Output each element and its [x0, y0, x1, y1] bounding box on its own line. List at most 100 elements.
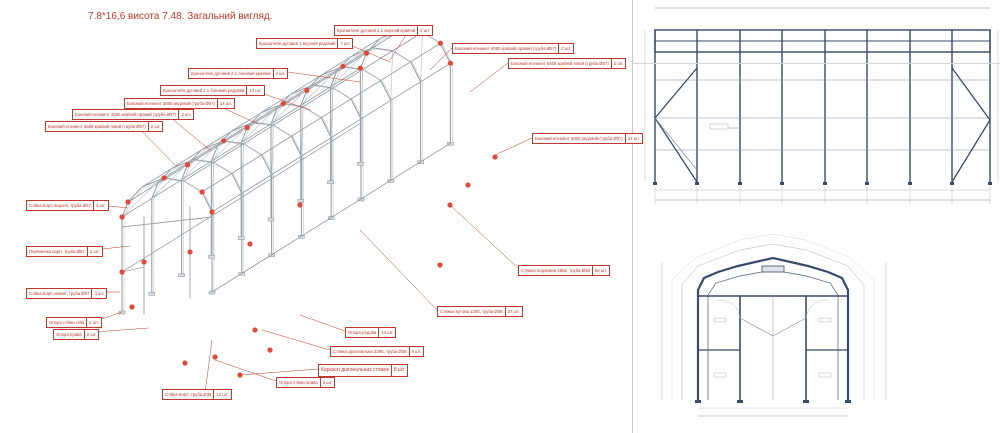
callout-name: Стійка воріт, труба Ø38 — [163, 390, 215, 399]
side-foot — [653, 182, 657, 185]
arch-frame — [121, 177, 213, 312]
side-foot — [695, 182, 699, 185]
arch-frame-inner — [153, 160, 245, 295]
callout-leader-lines — [81, 28, 533, 394]
callout-qty: 56 шт. — [594, 268, 607, 273]
base-plate — [208, 254, 215, 259]
callout-name: Стяжка подовжня 2865, труба Ø38 — [519, 266, 593, 275]
callout-qty: 2 шт. — [613, 61, 624, 66]
front-ridge-bracket — [761, 265, 785, 273]
node-marker — [187, 249, 193, 255]
node-marker — [267, 347, 273, 353]
callout-name: Опора рядова — [346, 328, 380, 337]
side-diagonal-left — [654, 67, 698, 183]
callout-name: Кронштейн дуговий 1 верхній рядовий — [257, 39, 339, 48]
leader-line — [494, 137, 533, 156]
leader-line — [204, 339, 213, 394]
callout-label: Боковий елемент 3685 крайній лівий (труб… — [45, 121, 164, 132]
base-plate — [237, 236, 245, 240]
node-marker — [125, 199, 131, 205]
side-elevation-view — [644, 7, 999, 205]
callout-name: Кронштейн дуговий 2.1 боковий рядовий — [161, 86, 248, 95]
node-marker — [357, 65, 363, 71]
callout-name: Стійка воріт нижня, труба Ø57 — [27, 289, 93, 298]
front-note-box — [818, 317, 832, 323]
callout-qty: 14 шт. — [249, 88, 262, 93]
callout-qty: 4 шт. — [275, 71, 286, 76]
node-marker — [129, 304, 135, 310]
gate-cross — [121, 266, 145, 273]
base-plate — [267, 217, 275, 222]
isometric-frame-view — [118, 26, 498, 378]
front-swing-arc — [717, 299, 741, 319]
callout-qty: 14 шт. — [627, 136, 640, 141]
diagonal-brace — [211, 112, 262, 162]
callout-qty: 4 шт. — [94, 291, 105, 296]
base-plate — [118, 310, 126, 315]
callout-name: Боковий елемент 6000 рядовий (труба Ø57) — [533, 134, 626, 143]
node-marker — [182, 360, 188, 366]
front-foot — [845, 400, 851, 403]
arch-frame-inner — [332, 48, 423, 183]
front-foot — [737, 400, 743, 403]
node-marker — [199, 189, 205, 195]
front-foot — [803, 400, 809, 403]
callout-name: Стяжка діагональна 3295, труба Ø38 — [331, 347, 410, 356]
callout-label: Боковий елемент 6000 рядовий (труба Ø57)… — [532, 133, 643, 144]
node-marker — [447, 60, 453, 66]
side-note-box — [709, 123, 729, 130]
side-foot — [823, 182, 827, 185]
front-swing-arc — [805, 299, 829, 319]
arch-frame-inner — [123, 178, 215, 313]
side-brace — [654, 117, 698, 171]
base-plate — [327, 180, 334, 185]
base-plate — [148, 292, 156, 296]
callout-qty: 8 шт. — [411, 349, 422, 354]
view-divider-vertical — [632, 0, 633, 433]
node-marker — [437, 262, 443, 268]
callout-name: Боковий елемент 3665 рядовий (труба Ø57) — [125, 99, 218, 108]
side-foot — [908, 182, 912, 185]
callout-label: Боковий елемент 6050 крайній правий (тру… — [452, 43, 575, 54]
arch-frame-inner — [242, 104, 334, 239]
side-foot — [780, 182, 784, 185]
arch-frame-inner — [362, 29, 453, 165]
side-foot — [865, 182, 869, 185]
callout-name: Стійка воріт верхня, труба Ø57 — [27, 201, 94, 210]
callout-qty: 14 шт. — [381, 330, 394, 335]
arch-frame-inner — [183, 141, 274, 276]
leader-line — [299, 314, 346, 332]
side-diagonal-right — [951, 67, 991, 183]
leader-line — [239, 368, 319, 376]
callout-label: Боковий елемент 3665 рядовий (труба Ø57)… — [124, 98, 235, 109]
node-marker — [221, 138, 227, 144]
base-plate — [208, 290, 216, 295]
node-marker — [209, 209, 215, 215]
leader-line — [359, 229, 438, 311]
diagonal-brace — [360, 69, 364, 120]
node-marker — [185, 162, 191, 168]
front-foot — [695, 400, 701, 403]
node-marker — [465, 182, 471, 188]
diagonal-brace — [270, 75, 322, 125]
callout-qty: 2 шт. — [420, 28, 430, 33]
leader-line — [214, 359, 277, 382]
callout-qty: 2 шт. — [86, 332, 97, 337]
diagonal-brace — [420, 31, 423, 83]
base-plate — [357, 161, 364, 166]
callout-name: Боковий елемент 6405 крайній лівий (труб… — [509, 59, 612, 68]
callout-qty: 14 шт. — [219, 101, 232, 106]
diagonal-brace — [390, 50, 393, 101]
node-marker — [141, 259, 147, 265]
diagonal-brace — [241, 143, 244, 194]
